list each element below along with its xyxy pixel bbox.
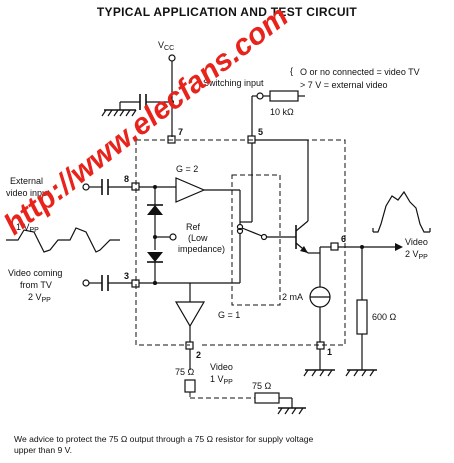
pin-square-6 <box>330 242 339 251</box>
ref-sub-2: impedance) <box>178 244 225 254</box>
ref-sub-1: (Low <box>188 233 208 243</box>
diode-lower <box>147 252 163 262</box>
emitter-arrow <box>300 246 308 253</box>
pin-number: 7 <box>178 127 183 137</box>
out-waveform <box>373 190 430 233</box>
ground-symbol-vcc <box>101 109 137 117</box>
resistor-75-bottom <box>254 392 280 404</box>
out-video-label: Video <box>405 237 428 247</box>
switch-option-external: > 7 V = external video <box>300 80 388 90</box>
out-vpp-label: 2 VPP <box>405 249 428 261</box>
tv-label-1: Video coming <box>8 268 62 278</box>
switch-frame <box>231 174 281 306</box>
ground-symbol-bottom <box>277 407 304 415</box>
pin-number: 1 <box>327 347 332 357</box>
switch-option-tv: O or no connected = video TV <box>300 67 420 77</box>
r-600-label: 600 Ω <box>372 312 397 322</box>
r-75-left-label: 75 Ω <box>175 367 195 377</box>
diode-upper <box>147 205 163 215</box>
tv-label-2: from TV <box>20 280 52 290</box>
diagram-title: TYPICAL APPLICATION AND TEST CIRCUIT <box>97 5 358 19</box>
resistor-10k <box>269 90 299 102</box>
video-1vpp-label-1: Video <box>210 362 233 372</box>
ground-symbol-out <box>303 369 375 377</box>
ext-vpp-label: 1 VPP <box>16 222 39 234</box>
amplifier-g2: G = 2 <box>139 164 244 231</box>
tv-vpp-label: 2 VPP <box>28 292 51 304</box>
switching-input-label: Switching input <box>203 78 264 88</box>
brace-glyph: { <box>290 66 293 76</box>
r-75-bottom-label: 75 Ω <box>252 381 272 391</box>
pin-number: 3 <box>124 271 129 281</box>
switch-and-transistor <box>241 139 331 254</box>
pin-square-7 <box>167 135 176 144</box>
output-arrow <box>395 243 403 251</box>
current-source-label: 2 mA <box>282 292 303 302</box>
ext-waveform <box>6 227 120 253</box>
footnote-line-1: We advice to protect the 75 Ω output thr… <box>14 434 314 444</box>
gain2-label: G = 2 <box>176 164 198 174</box>
vcc-node: VCC <box>101 40 176 137</box>
pin-numbers: 7 5 8 3 6 2 1 <box>124 127 346 360</box>
pin-number: 5 <box>258 127 263 137</box>
pin-number: 6 <box>341 234 346 244</box>
footnote-line-2: upper than 9 V. <box>14 445 72 455</box>
resistor-600 <box>356 299 368 335</box>
gain1-label: G = 1 <box>218 310 240 320</box>
pin-number: 8 <box>124 174 129 184</box>
r-10k-label: 10 kΩ <box>270 107 294 117</box>
switching-input: Switching input { O or no connected = vi… <box>203 66 420 223</box>
pin-number: 2 <box>196 350 201 360</box>
ext-video-label-2: video input <box>6 188 50 198</box>
amplifier-g1: G = 1 75 Ω Video 1 VPP 75 Ω <box>174 283 306 415</box>
video-1vpp-label-2: 1 VPP <box>210 374 233 386</box>
vcc-label: VCC <box>158 40 174 52</box>
external-input: External video input 1 VPP <box>6 176 132 253</box>
ext-video-label-1: External <box>10 176 43 186</box>
clamp-network: Ref (Low impedance) <box>147 185 225 285</box>
ic-boundary <box>135 139 346 346</box>
resistor-75-left <box>184 379 196 393</box>
output-section: Video 2 VPP 2 mA 600 Ω <box>282 190 431 377</box>
ref-label: Ref <box>186 222 201 232</box>
